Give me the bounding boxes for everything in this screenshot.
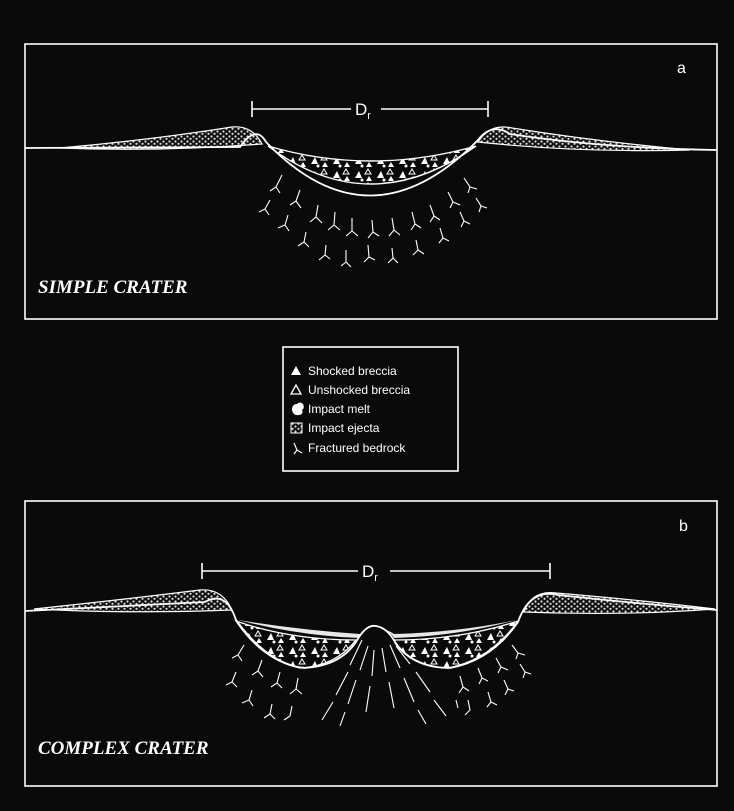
diameter-label-a: Dr — [355, 100, 371, 122]
breccia-lens-a — [268, 146, 476, 184]
ejecta-blanket-right-b — [524, 593, 715, 614]
panel-b-letter: b — [679, 518, 688, 535]
panel-b-complex-crater: b Dr — [25, 501, 717, 786]
breccia-fill-left-b — [236, 621, 356, 668]
legend-label: Shocked breccia — [308, 364, 397, 378]
legend-label: Fractured bedrock — [308, 441, 406, 455]
panel-a-title: SIMPLE CRATER — [38, 277, 187, 298]
stippled-square-icon — [291, 423, 302, 433]
ejecta-blanket-right-a — [478, 127, 690, 151]
panel-b-title: COMPLEX CRATER — [38, 738, 209, 759]
legend-item-fractured-bedrock: Fractured bedrock — [294, 441, 406, 455]
panel-a-letter: a — [677, 60, 686, 77]
legend-label: Impact melt — [308, 402, 371, 416]
diameter-label-b: Dr — [362, 562, 378, 584]
panel-a-simple-crater: a Dr — [25, 44, 717, 319]
legend-item-unshocked-breccia: Unshocked breccia — [291, 383, 410, 397]
crater-profile-b — [25, 590, 717, 726]
legend: Shocked breccia Unshocked breccia Impact… — [283, 347, 458, 471]
legend-label: Impact ejecta — [308, 421, 380, 435]
crater-profile-a — [25, 127, 717, 267]
ejecta-blanket-left-a — [60, 127, 262, 150]
fractured-bedrock-a — [259, 175, 487, 267]
legend-label: Unshocked breccia — [308, 383, 410, 397]
